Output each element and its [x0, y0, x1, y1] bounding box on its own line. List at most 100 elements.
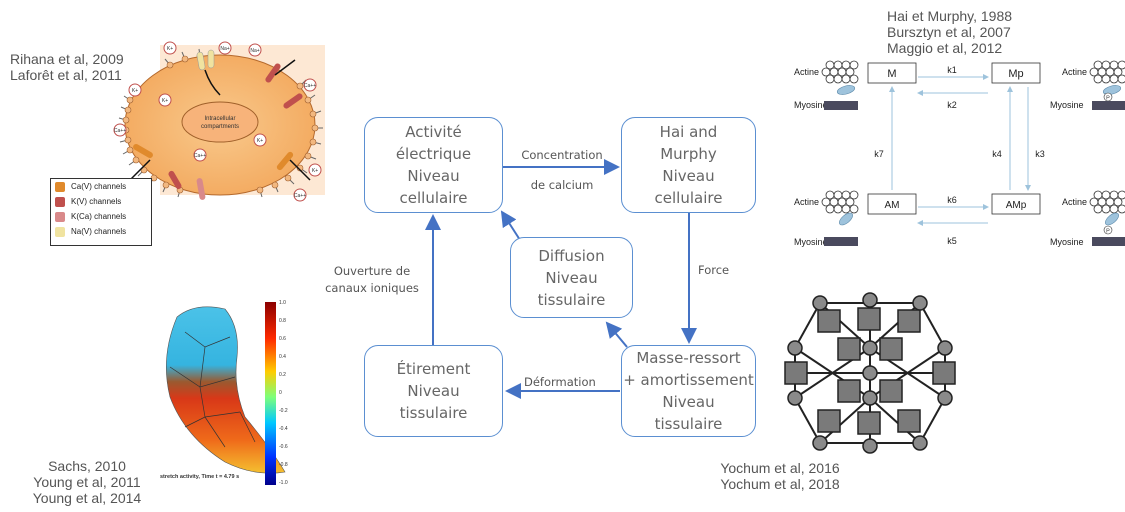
phosphate [1103, 225, 1113, 235]
node-line: cellulaire [654, 189, 723, 207]
legend-swatch [55, 226, 65, 237]
node-stretch: Étirement Niveau tissulaire [364, 345, 503, 437]
ion-ca: Ca++ [304, 83, 316, 89]
node-line: Niveau [662, 393, 715, 411]
colorbar-tick: -1.0 [279, 480, 288, 486]
ion-k: K+ [257, 138, 263, 144]
ion-k: K+ [312, 168, 318, 174]
colorbar-tick: -0.2 [279, 408, 288, 414]
compartment-label: Intracellular [204, 116, 235, 122]
state-M [867, 62, 917, 84]
network-nodes [787, 292, 953, 454]
actin-label: Actine [1062, 197, 1087, 207]
stretch-activity-map: 1.0 0.8 0.6 0.4 0.2 0 -0.2 -0.4 -0.6 -0.… [160, 300, 288, 486]
edge-label-line: Concentration [521, 148, 603, 162]
rate-k4: k4 [992, 149, 1002, 159]
node-electrical-activity: Activité électrique Niveau cellulaire [364, 117, 503, 213]
node-line: Murphy [660, 145, 717, 163]
legend-label: K(V) channels [71, 197, 122, 206]
ref-line: Bursztyn et al, 2007 [887, 24, 1011, 40]
node-line: Masse-ressort [636, 349, 741, 367]
flux-arrows [129, 59, 311, 181]
colorbar-tick: 0 [279, 390, 282, 396]
node-line: Étirement [396, 360, 471, 378]
actin-label: Actine [794, 67, 819, 77]
myosin-head [836, 85, 856, 95]
ref-line: Yochum et al, 2018 [720, 476, 840, 492]
edge-label-line: canaux ioniques [325, 281, 419, 295]
rate-k1: k1 [947, 65, 957, 75]
ref-line: Young et al, 2014 [32, 490, 142, 506]
network-masses [784, 307, 956, 435]
refs-bottom-right: Yochum et al, 2016 Yochum et al, 2018 [700, 460, 860, 492]
colorbar-tick: 0.6 [279, 336, 286, 342]
refs-top-left: Rihana et al, 2009 Laforêt et al, 2011 [10, 51, 124, 83]
edge-label-line: Ouverture de [333, 264, 411, 278]
colorbar-tick: 0.4 [279, 354, 286, 360]
myosin-label: Myosine [794, 100, 828, 110]
label-calcium: Concentration de calcium [515, 140, 609, 200]
state-AM-label: AM [885, 200, 900, 211]
node-line: Activité [405, 123, 462, 141]
node-line: Diffusion [538, 246, 605, 265]
ion-na: Na+ [220, 46, 229, 52]
ion-k: K+ [162, 98, 168, 104]
state-M-label: M [887, 68, 896, 80]
heatmap-caption: stretch activity, Time t = 4.79 s [160, 474, 239, 480]
legend-row: Ca(V) channels [51, 179, 151, 194]
actin-myosin-right-top: Actine P Myosine [1050, 60, 1125, 110]
legend-label: Ca(V) channels [71, 182, 127, 191]
ref-line: Laforêt et al, 2011 [10, 67, 122, 83]
node-hai-murphy: Hai and Murphy Niveau cellulaire [621, 117, 756, 213]
myosin-head [839, 212, 853, 226]
phosphate-label: P [1106, 229, 1110, 235]
myosin-bar [1092, 101, 1125, 110]
node-line: tissulaire [399, 404, 468, 422]
arrow-to-diffusion [605, 321, 628, 348]
myosin-label: Myosine [1050, 237, 1084, 247]
colorbar-tick: 1.0 [279, 300, 286, 306]
mass-spring-network [784, 292, 956, 454]
colorbar-tick: -0.4 [279, 426, 288, 432]
legend-swatch [55, 181, 65, 192]
myosin-label: Myosine [1050, 100, 1084, 110]
refs-bottom-left: Sachs, 2010 Young et al, 2011 Young et a… [22, 458, 152, 506]
compartment-label: compartments [201, 124, 239, 130]
state-Mp-label: Mp [1008, 68, 1023, 80]
refs-top-right: Hai et Murphy, 1988 Bursztyn et al, 2007… [887, 8, 1012, 56]
rate-labels: k1 k2 k3 k4 k5 k6 k7 [874, 65, 1045, 246]
legend-row: Na(V) channels [51, 224, 151, 239]
label-ion-channels: Ouverture de canaux ioniques [322, 263, 422, 297]
actin-label: Actine [794, 197, 819, 207]
rate-k5: k5 [947, 236, 957, 246]
colorbar-tick: -0.6 [279, 444, 288, 450]
node-line: tissulaire [537, 290, 606, 309]
node-line: Niveau [545, 268, 598, 287]
ref-line: Young et al, 2011 [33, 474, 141, 490]
tissue-cells [169, 331, 256, 448]
node-line: cellulaire [399, 189, 468, 207]
ref-line: Rihana et al, 2009 [10, 51, 124, 67]
ref-line: Hai et Murphy, 1988 [887, 8, 1013, 24]
rate-k6: k6 [947, 195, 957, 205]
ion-ca: Ca++ [294, 193, 306, 199]
ion-k: K+ [132, 88, 138, 94]
legend-swatch [55, 211, 65, 222]
myosin-bar [1092, 237, 1125, 246]
colorbar-tick: 0.2 [279, 372, 286, 378]
phosphate-label: P [1106, 96, 1110, 102]
node-line: + amortissement [623, 371, 754, 389]
ion-channels [133, 49, 303, 200]
ion-na: Na+ [250, 48, 259, 54]
legend-row: K(Ca) channels [51, 209, 151, 224]
actin-myosin-right-bottom: Actine P Myosine [1050, 190, 1125, 247]
actin-label: Actine [1062, 67, 1087, 77]
legend-row: K(V) channels [51, 194, 151, 209]
ref-line: Sachs, 2010 [48, 458, 126, 474]
channel-legend: Ca(V) channels K(V) channels K(Ca) chann… [50, 178, 152, 246]
node-line: Niveau [407, 382, 460, 400]
colorbar-tick: -0.8 [279, 462, 288, 468]
myosin-bar [824, 101, 858, 110]
arrow-to-electrical [500, 210, 521, 241]
